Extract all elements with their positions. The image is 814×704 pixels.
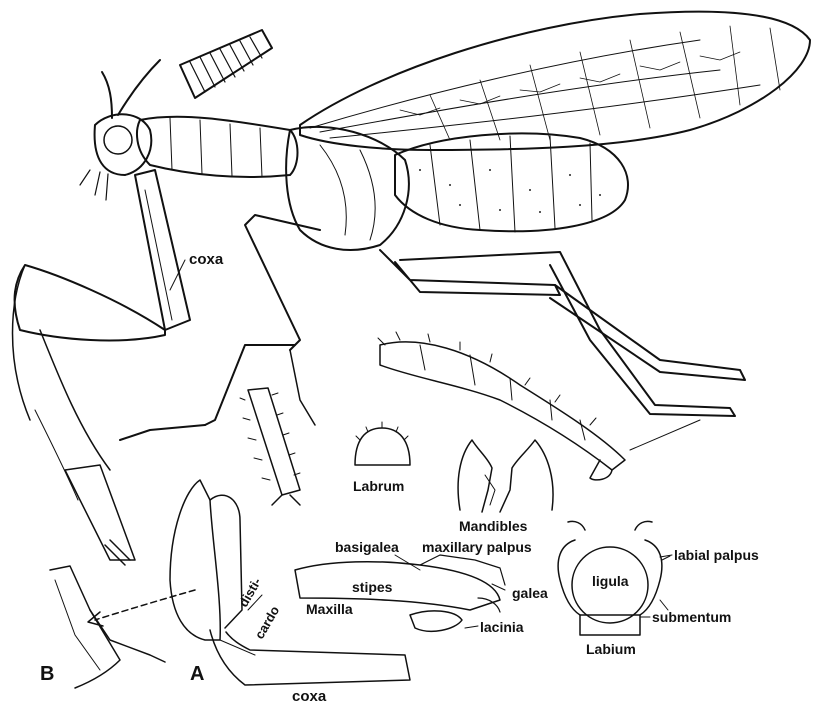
- panel-a-label: A: [190, 663, 204, 685]
- submentum-label: submentum: [652, 609, 731, 625]
- detail-b: [50, 566, 165, 688]
- prothorax: [137, 117, 297, 177]
- stipes-label: stipes: [352, 579, 393, 595]
- disti-label: disti-: [236, 575, 265, 609]
- labrum-label: Labrum: [353, 478, 404, 494]
- ligula-label: ligula: [592, 573, 629, 589]
- maxilla-label: Maxilla: [306, 601, 353, 617]
- galea-label: galea: [512, 585, 548, 601]
- panel-b-label: B: [40, 663, 54, 685]
- tarsus-detail-small: [240, 388, 300, 505]
- mandibles-label: Mandibles: [459, 518, 528, 534]
- head: [80, 114, 151, 200]
- raptorial-foreleg: [13, 170, 191, 565]
- lacinia-label: lacinia: [480, 619, 524, 635]
- forewing: [300, 12, 810, 150]
- cardo-label: cardo: [252, 603, 283, 641]
- maxillary-palpus-label: maxillary palpus: [422, 539, 532, 555]
- coxa-label-upper: coxa: [189, 251, 224, 268]
- maxilla-figure: [295, 555, 505, 631]
- basigalea-label: basigalea: [335, 539, 399, 555]
- antenna-segment-detail: [180, 30, 272, 98]
- mandibles-figure: [458, 440, 553, 512]
- coxa-label-lower: coxa: [292, 688, 327, 704]
- labrum-figure: [355, 422, 410, 465]
- labial-palpus-label: labial palpus: [674, 547, 759, 563]
- antenna: [102, 60, 160, 118]
- detail-b-arrow: [95, 590, 195, 620]
- labium-label: Labium: [586, 641, 636, 657]
- hind-leg: [380, 250, 745, 416]
